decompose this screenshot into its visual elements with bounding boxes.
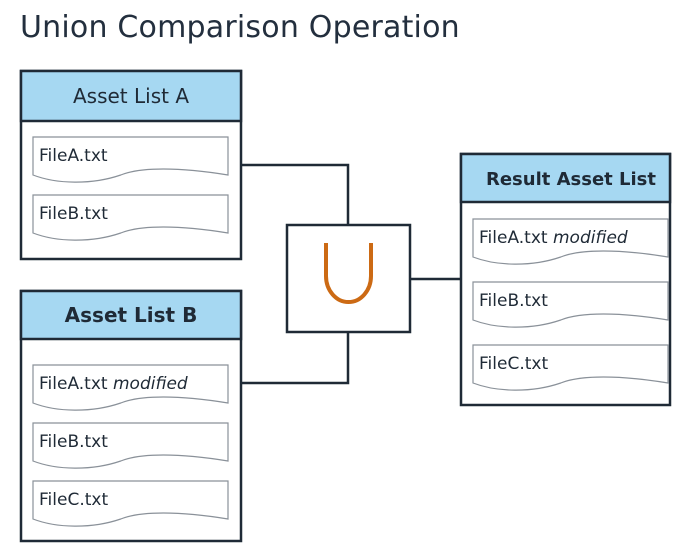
document-icon [32,136,229,183]
asset-list-a-header [19,69,243,123]
document-icon [32,422,229,469]
connector-b-to-union [241,332,350,385]
file-entry: FileA.txt [32,136,229,183]
file-name-text: FileB.txt [39,204,108,224]
file-entry: FileA.txt modified [32,364,229,411]
union-icon [324,243,373,304]
page-title: Union Comparison Operation [20,10,460,45]
file-entry: FileB.txt [32,194,229,241]
file-entry: FileA.txt modified [472,218,669,265]
file-name-text: FileA.txt [39,374,108,394]
result-asset-list-header [459,152,672,204]
file-name-text: FileB.txt [39,432,108,452]
file-status-tag: modified [548,228,628,248]
document-icon [472,281,669,328]
connector-a-to-union [241,163,350,225]
result-asset-list: Result Asset List FileA.txt modifiedFile… [459,152,672,407]
asset-list-b-title: Asset List B [65,303,198,327]
file-entry: FileB.txt [472,281,669,328]
file-name: FileB.txt [479,291,548,311]
file-name: FileC.txt [479,354,548,374]
document-icon [32,364,229,411]
union-operator [285,223,412,334]
file-name: FileA.txt modified [479,228,628,248]
file-name-text: FileA.txt [39,146,108,166]
file-entry: FileC.txt [472,344,669,391]
document-icon [32,194,229,241]
file-name: FileB.txt [39,204,108,224]
asset-list-b-header [19,289,243,341]
file-name-text: FileC.txt [479,354,548,374]
file-name: FileA.txt modified [39,374,188,394]
asset-list-a-title: Asset List A [73,84,189,108]
file-name: FileC.txt [39,490,108,510]
asset-list-b: Asset List B FileA.txt modifiedFileB.txt… [19,289,243,543]
result-asset-list-title: Result Asset List [486,169,656,190]
document-icon [32,480,229,527]
file-name-text: FileB.txt [479,291,548,311]
file-status-tag: modified [108,374,188,394]
file-entry: FileC.txt [32,480,229,527]
document-icon [472,218,669,265]
file-name: FileA.txt [39,146,108,166]
connectors [241,163,461,385]
file-name-text: FileA.txt [479,228,548,248]
file-name-text: FileC.txt [39,490,108,510]
document-icon [472,344,669,391]
file-name: FileB.txt [39,432,108,452]
file-entry: FileB.txt [32,422,229,469]
